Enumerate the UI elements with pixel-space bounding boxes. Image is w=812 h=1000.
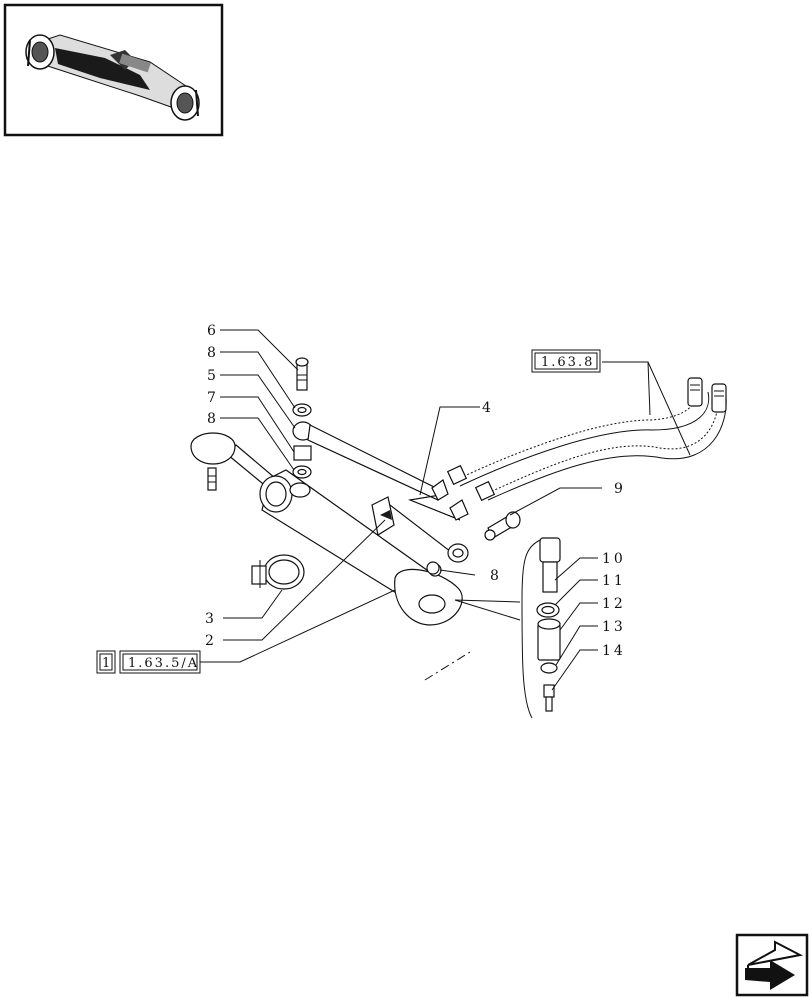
callout-13: 13 [602, 619, 626, 635]
callout-labels: 6 8 5 7 8 4 9 8 3 2 10 11 12 13 14 [205, 323, 626, 659]
detail-bracket [454, 537, 561, 719]
callout-8: 8 [207, 411, 216, 427]
callout-10: 10 [602, 551, 626, 567]
steering-cylinder [190, 432, 463, 626]
callout-7: 7 [207, 390, 216, 406]
next-page-arrow-icon[interactable] [735, 933, 809, 997]
callout-8: 8 [207, 345, 216, 361]
callout-8: 8 [490, 568, 499, 584]
ref-box-1-63-5a[interactable]: 1.63.5/A [119, 650, 201, 674]
callout-5: 5 [207, 368, 216, 384]
banjo-fittings [292, 357, 441, 501]
hose-clamp [251, 554, 305, 590]
callout-3: 3 [205, 611, 214, 627]
rigid-pipe [389, 479, 469, 575]
ref-label-1-63-8: 1.63.8 [541, 355, 594, 370]
callout-4: 4 [482, 400, 491, 416]
callout-6: 6 [207, 323, 216, 339]
center-line [424, 651, 471, 681]
callout-2: 2 [205, 633, 214, 649]
ref-box-1-63-8[interactable]: 1.63.8 [531, 349, 601, 373]
leader-lines [200, 329, 691, 691]
front-axle-thumbnail-icon [3, 3, 224, 137]
callout-1: 1 [102, 656, 110, 671]
banjo-bolt-9 [484, 511, 521, 541]
callout-12: 12 [602, 596, 626, 612]
hydraulic-hoses [446, 377, 727, 502]
ref-label-1-63-5a: 1.63.5/A [128, 656, 199, 671]
callout-11: 11 [602, 573, 626, 589]
ref-box-1: 1 [96, 650, 116, 674]
callout-9: 9 [614, 481, 623, 497]
callout-14: 14 [602, 643, 626, 659]
